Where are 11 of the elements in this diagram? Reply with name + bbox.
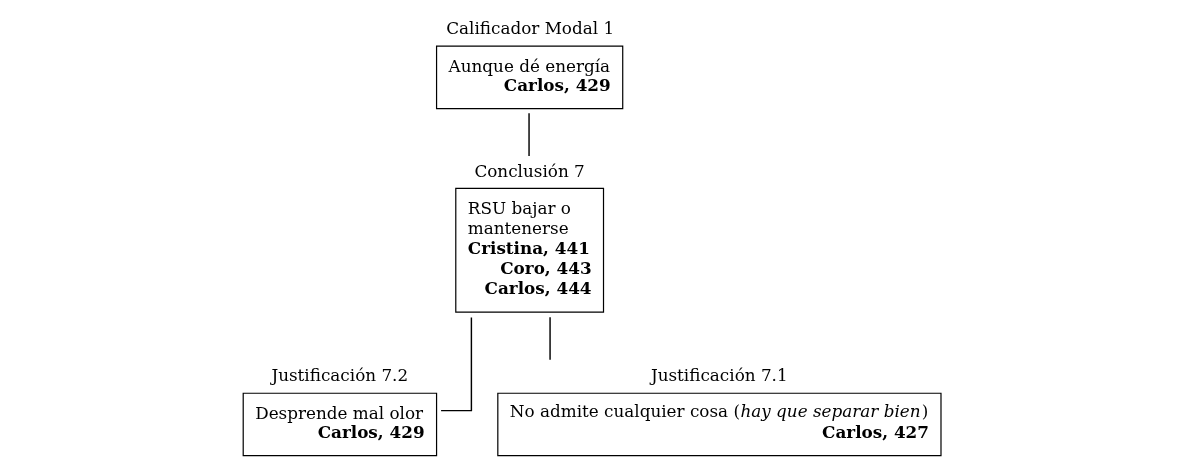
connector: [549, 316, 551, 361]
node-box: No admite cualquier cosa (hay que separar bien) Carlos, 427: [497, 392, 942, 457]
node-label: Justificación 7.1: [650, 365, 788, 386]
node-label: Calificador Modal 1: [446, 18, 615, 39]
connector: [528, 112, 530, 157]
node-label: Conclusión 7: [474, 160, 585, 181]
node-box: RSU bajar o mantenerse Cristina, 441 Coro, 443 Carlos, 444: [455, 187, 605, 313]
node-label: Justificación 7.2: [271, 365, 409, 386]
connector: [440, 316, 473, 412]
node-box: Desprende mal olor Carlos, 429: [242, 392, 438, 457]
node-box: Aunque dé energía Carlos, 429: [435, 45, 624, 110]
